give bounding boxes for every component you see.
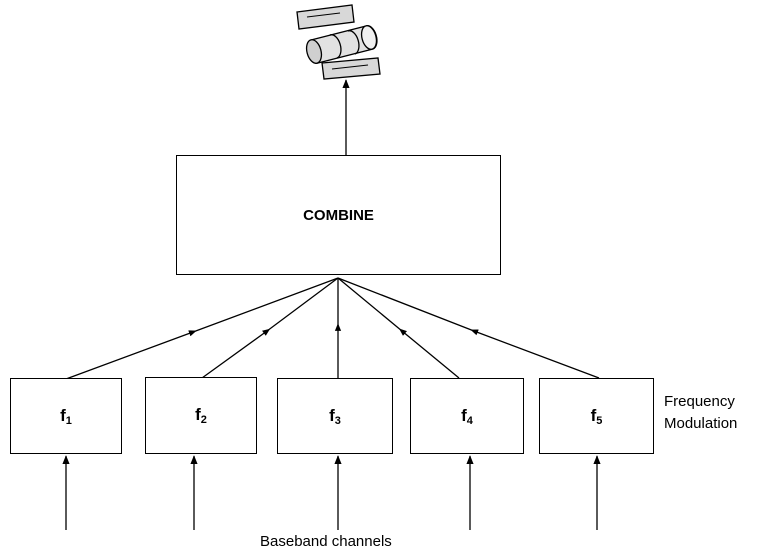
- modulator-label-2: f2: [195, 405, 207, 426]
- baseband-input-arrows: [62, 455, 601, 530]
- side-label-line2: Modulation: [664, 415, 738, 432]
- modulator-label-1: f1: [60, 405, 72, 427]
- combine-box: COMBINE: [176, 155, 501, 275]
- frequency-modulation-label: Frequency Modulation: [664, 391, 737, 435]
- modulator-box-5: f5: [539, 378, 654, 454]
- satellite-icon: [296, 4, 381, 80]
- side-label-line1: Frequency: [664, 393, 735, 410]
- modulator-label-3: f3: [329, 405, 341, 427]
- modulator-label-5: f5: [590, 405, 603, 427]
- modulator-box-1: f1: [10, 378, 122, 454]
- combine-label: COMBINE: [303, 206, 374, 224]
- baseband-channels-label: Baseband channels: [260, 533, 392, 550]
- modulator-box-2: f2: [145, 377, 257, 454]
- modulator-box-3: f3: [277, 378, 393, 454]
- combine-input-lines: [65, 277, 600, 380]
- modulator-box-4: f4: [410, 378, 524, 454]
- modulator-label-4: f4: [461, 405, 473, 427]
